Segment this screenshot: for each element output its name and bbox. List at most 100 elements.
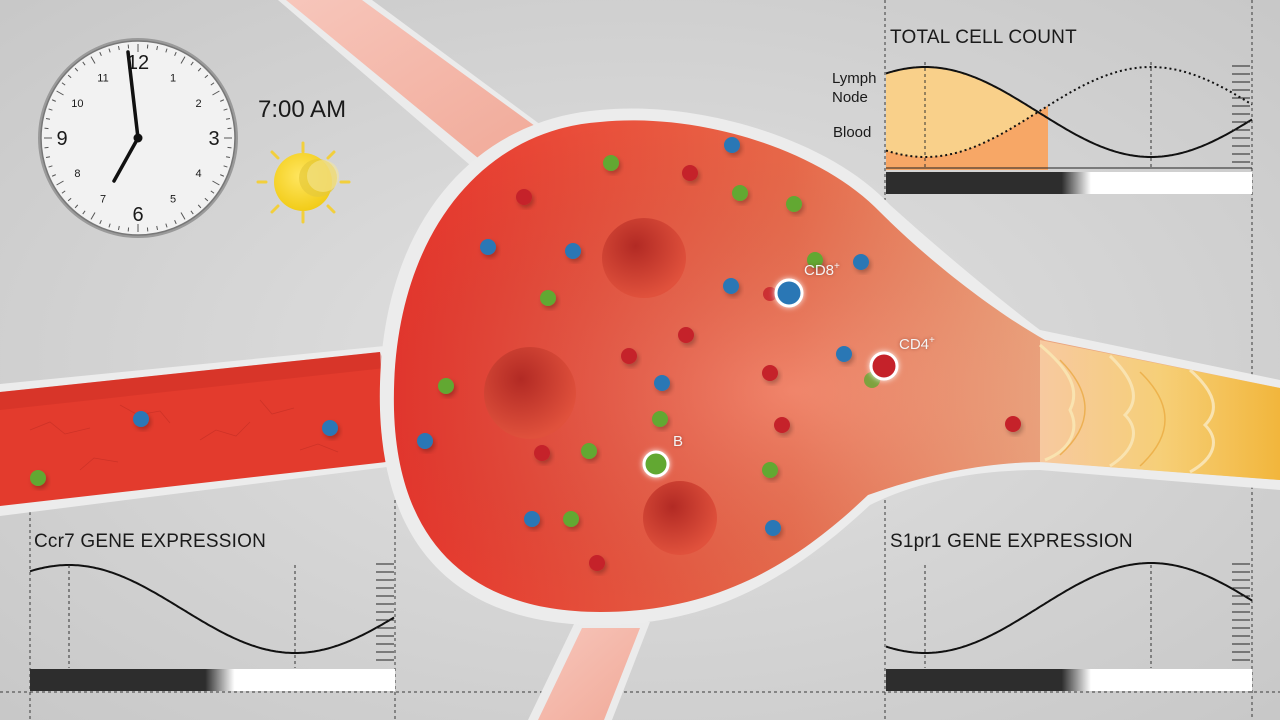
blue-cell — [322, 420, 338, 436]
day-night-bar — [30, 669, 395, 691]
cd4-label: CD4+ — [899, 335, 935, 353]
blue-cell — [524, 511, 540, 527]
clock-tick — [212, 90, 220, 96]
cell-red-partial — [763, 287, 777, 301]
clock-tick — [223, 165, 228, 168]
clock-tick — [108, 48, 111, 53]
clock-tick — [210, 82, 215, 86]
day-night-bar — [886, 172, 1252, 194]
ccr7-title: Ccr7 GENE EXPRESSION — [34, 531, 267, 552]
green-cell — [732, 185, 748, 201]
clock-tick — [108, 223, 111, 228]
clock-tick — [165, 223, 168, 228]
clock-numeral: 10 — [71, 98, 83, 110]
clock-tick — [82, 210, 86, 215]
clock-tick — [74, 67, 79, 72]
red-cell — [1005, 416, 1021, 432]
blood-vessel — [0, 346, 395, 516]
ccr7-expression-chart — [29, 563, 395, 691]
clock-tick — [204, 197, 209, 202]
clock-numeral: 1 — [170, 72, 176, 84]
red-cell — [534, 445, 550, 461]
cd4-label-sup: + — [929, 335, 935, 346]
b-cell-label: B — [673, 433, 684, 450]
day-night-bar — [886, 669, 1252, 691]
blood-label: Blood — [833, 124, 872, 141]
green-cell — [603, 155, 619, 171]
b-cell — [642, 450, 670, 478]
lymphatic-vessel — [1039, 340, 1280, 480]
clock-tick — [61, 82, 66, 86]
clock-numeral: 2 — [196, 98, 202, 110]
minute-hand — [126, 50, 140, 140]
clock-tick — [67, 197, 72, 202]
green-cell — [786, 196, 802, 212]
clock-numeral: 6 — [132, 204, 143, 226]
clock-tick — [99, 220, 102, 225]
clock-tick — [204, 74, 209, 79]
clock-tick — [56, 90, 64, 96]
clock-tick — [190, 210, 194, 215]
clock-numeral: 3 — [208, 128, 219, 150]
clock-tick — [45, 117, 51, 120]
clock-numeral: 11 — [97, 72, 108, 84]
red-cell — [678, 327, 694, 343]
clock-numeral: 7 — [100, 194, 106, 206]
s1pr1-title: S1pr1 GENE EXPRESSION — [890, 531, 1133, 552]
total-cell-count-title: TOTAL CELL COUNT — [890, 27, 1077, 48]
clock-tick — [180, 212, 186, 220]
artery-vessel — [278, 0, 545, 165]
clock-tick — [156, 45, 159, 51]
clock-numeral: 9 — [56, 128, 67, 150]
clock-tick — [51, 174, 56, 177]
green-cell — [30, 470, 46, 486]
clock-tick — [210, 190, 215, 194]
clock-tick — [223, 108, 228, 111]
blue-cell — [765, 520, 781, 536]
red-cell — [516, 189, 532, 205]
clock-tick — [197, 67, 202, 72]
lymph-node-count-curve — [885, 66, 1253, 158]
green-cell — [652, 411, 668, 427]
clock-tick — [212, 180, 220, 186]
lymph-node-label: Lymph Node — [832, 70, 877, 106]
clock-tick — [117, 225, 120, 231]
clock-tick — [156, 225, 159, 231]
clock-tick — [82, 61, 86, 66]
blue-cell — [724, 137, 740, 153]
clock-numeral: 5 — [170, 194, 176, 206]
sun-with-moon-icon — [256, 141, 351, 224]
follicles — [484, 218, 717, 555]
blood-count-curve — [885, 66, 1253, 158]
cd8-t-cell — [774, 278, 804, 308]
total-cell-count-chart — [885, 62, 1253, 194]
clock-tick — [225, 156, 231, 159]
blue-cell — [480, 239, 496, 255]
blue-cell — [723, 278, 739, 294]
s1pr1-curve — [885, 562, 1253, 654]
clock-numeral: 4 — [196, 168, 202, 180]
cd4-label-text: CD4 — [899, 336, 930, 353]
clock-tick — [45, 156, 51, 159]
clock-tick — [74, 204, 79, 209]
cd8-label-sup: + — [834, 261, 840, 272]
clock-tick — [48, 165, 53, 168]
clock-tick — [117, 45, 120, 51]
clock-tick — [225, 117, 231, 120]
ccr7-curve — [29, 564, 395, 654]
clock-tick — [180, 56, 186, 64]
blue-cell — [565, 243, 581, 259]
labeled-cells — [642, 278, 899, 478]
artery-vessel-bottom — [528, 622, 650, 720]
clock-tick — [67, 74, 72, 79]
blue-cell — [133, 411, 149, 427]
cells-layer — [30, 137, 1021, 571]
red-cell — [589, 555, 605, 571]
green-cell — [540, 290, 556, 306]
clock-tick — [220, 174, 225, 177]
clock-tick — [165, 48, 168, 53]
blue-cell — [654, 375, 670, 391]
clock-numeral: 12 — [127, 52, 149, 74]
